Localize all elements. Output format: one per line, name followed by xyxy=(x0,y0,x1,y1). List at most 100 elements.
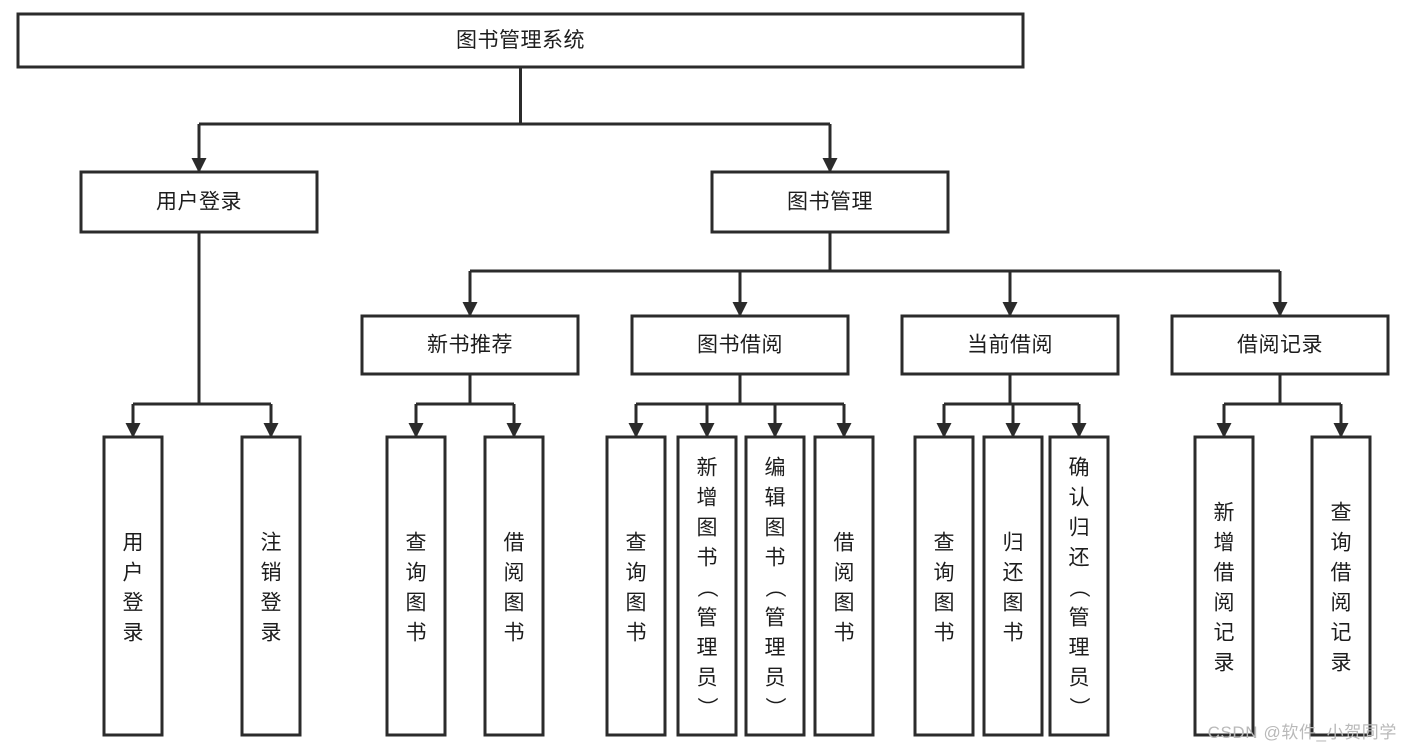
svg-text:（: （ xyxy=(763,577,786,598)
svg-text:理: 理 xyxy=(697,636,718,659)
svg-text:查: 查 xyxy=(626,531,647,554)
svg-text:图: 图 xyxy=(934,591,955,614)
svg-text:记: 记 xyxy=(1214,621,1235,644)
node-box xyxy=(16,12,1025,69)
node-box xyxy=(913,435,975,737)
svg-text:（: （ xyxy=(695,577,718,598)
node-label: 图书借阅 xyxy=(697,334,783,357)
node-label: 图书管理 xyxy=(787,191,873,214)
svg-text:图: 图 xyxy=(504,591,525,614)
arrow-head-icon xyxy=(836,423,852,438)
svg-text:新: 新 xyxy=(1214,501,1235,524)
svg-text:确: 确 xyxy=(1069,456,1090,479)
node-box xyxy=(79,170,319,234)
node-newbook[interactable]: 新书推荐 xyxy=(360,314,580,376)
svg-text:认: 认 xyxy=(1069,486,1090,509)
svg-text:书: 书 xyxy=(1003,621,1024,644)
node-box xyxy=(982,435,1044,737)
connector-group-current xyxy=(936,374,1087,438)
node-label: 用户登录 xyxy=(156,191,242,214)
svg-text:还: 还 xyxy=(1003,561,1024,584)
node-records[interactable]: 借阅记录 xyxy=(1170,314,1390,376)
svg-text:户: 户 xyxy=(123,561,144,584)
svg-text:阅: 阅 xyxy=(1331,591,1352,614)
node-label: 用户登录 xyxy=(123,531,144,644)
svg-text:编: 编 xyxy=(765,456,786,479)
node-label: 图书管理系统 xyxy=(456,29,585,52)
svg-text:管: 管 xyxy=(765,606,786,629)
node-box xyxy=(676,435,738,737)
svg-text:）: ） xyxy=(763,697,786,718)
svg-text:录: 录 xyxy=(123,621,144,644)
svg-text:图: 图 xyxy=(626,591,647,614)
svg-text:图: 图 xyxy=(406,591,427,614)
node-box xyxy=(102,435,164,737)
node-root[interactable]: 图书管理系统 xyxy=(16,12,1025,69)
arrow-head-icon xyxy=(628,423,644,438)
svg-text:借: 借 xyxy=(504,531,525,554)
arrow-head-icon xyxy=(506,423,522,438)
node-label: 借阅记录 xyxy=(1237,334,1323,357)
svg-text:书: 书 xyxy=(934,621,955,644)
node-box xyxy=(1193,435,1255,737)
svg-text:）: ） xyxy=(695,697,718,718)
svg-text:书: 书 xyxy=(504,621,525,644)
arrow-head-icon xyxy=(1333,423,1349,438)
arrow-head-icon xyxy=(1216,423,1232,438)
connector-layer xyxy=(125,67,1349,438)
node-box xyxy=(744,435,806,737)
connector-group-borrow xyxy=(628,374,852,438)
node-box xyxy=(385,435,447,737)
node-leaf-user-login[interactable]: 用户登录 xyxy=(102,435,164,737)
node-box xyxy=(900,314,1120,376)
node-box xyxy=(630,314,850,376)
node-box xyxy=(813,435,875,737)
svg-text:询: 询 xyxy=(626,561,647,584)
svg-text:查: 查 xyxy=(406,531,427,554)
svg-text:新: 新 xyxy=(697,456,718,479)
connector-group-login xyxy=(125,232,279,438)
svg-text:图: 图 xyxy=(765,516,786,539)
svg-text:登: 登 xyxy=(261,591,282,614)
node-borrow[interactable]: 图书借阅 xyxy=(630,314,850,376)
svg-text:阅: 阅 xyxy=(504,561,525,584)
node-login[interactable]: 用户登录 xyxy=(79,170,319,234)
svg-text:员: 员 xyxy=(1069,666,1090,689)
arrow-head-icon xyxy=(822,158,838,173)
node-box xyxy=(710,170,950,234)
svg-text:书: 书 xyxy=(697,546,718,569)
svg-text:书: 书 xyxy=(406,621,427,644)
svg-text:销: 销 xyxy=(261,561,282,584)
svg-text:图: 图 xyxy=(697,516,718,539)
arrow-head-icon xyxy=(767,423,783,438)
svg-text:还: 还 xyxy=(1069,546,1090,569)
node-current[interactable]: 当前借阅 xyxy=(900,314,1120,376)
svg-text:录: 录 xyxy=(1214,651,1235,674)
svg-text:管: 管 xyxy=(1069,606,1090,629)
node-layer: 图书管理系统用户登录图书管理新书推荐图书借阅当前借阅借阅记录用户登录注销登录查询… xyxy=(16,12,1390,737)
svg-text:注: 注 xyxy=(261,531,282,554)
svg-text:管: 管 xyxy=(697,606,718,629)
svg-text:归: 归 xyxy=(1069,516,1090,539)
node-bookmgmt[interactable]: 图书管理 xyxy=(710,170,950,234)
